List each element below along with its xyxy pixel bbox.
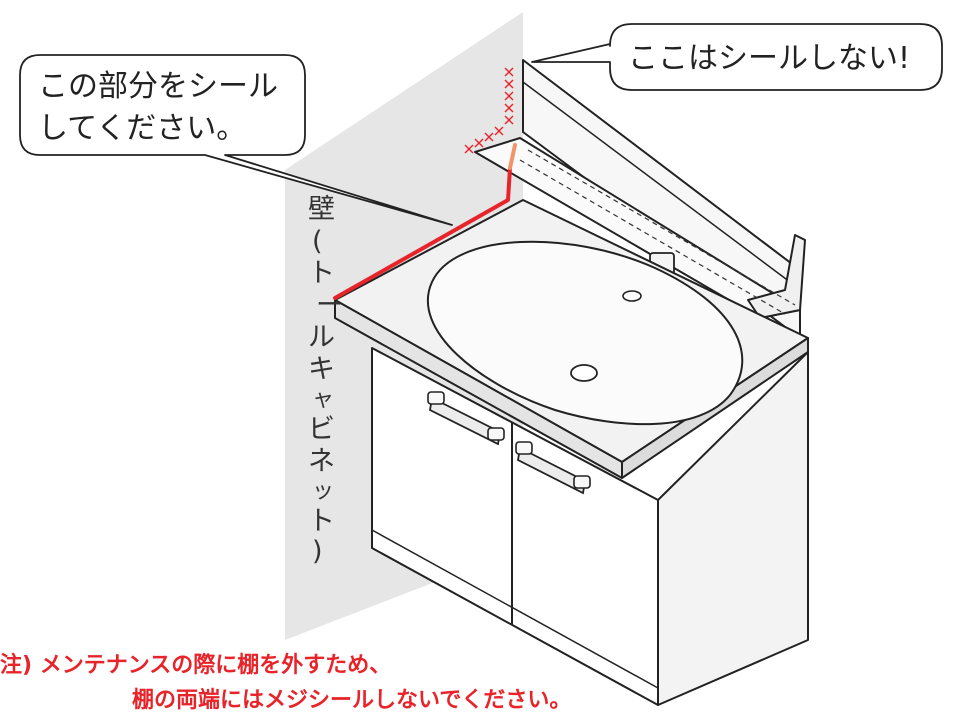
left-door-handle bbox=[427, 391, 505, 446]
wall-label-char: ト bbox=[308, 506, 335, 537]
basin bbox=[426, 240, 744, 426]
wall-label-char: ネ bbox=[308, 446, 335, 477]
cabinet-plinth bbox=[371, 529, 659, 689]
shelf-hidden-edge-2 bbox=[519, 159, 786, 315]
wall-label-char: ッ bbox=[312, 479, 334, 504]
callout-left-bubble bbox=[19, 54, 453, 226]
note-line2: 棚の両端にはメジシールしないでください。 bbox=[132, 688, 571, 713]
wall-label-char: ル bbox=[308, 322, 335, 353]
drain bbox=[570, 364, 598, 382]
wall-label-char: ト bbox=[308, 258, 335, 289]
wall-label-char: ( bbox=[312, 226, 323, 257]
callout-right-text: ここはシールしない! bbox=[628, 41, 910, 76]
wall-label-char: ビ bbox=[308, 414, 335, 445]
cabinet-side bbox=[657, 351, 809, 706]
right-door-handle bbox=[515, 441, 591, 495]
wall-label: 壁 ( ト ー ル キ ャ ビ ネ ッ ト ) bbox=[308, 194, 343, 567]
note-line1: 注) メンテナンスの際に棚を外すため、 bbox=[0, 652, 391, 678]
seal-line bbox=[333, 166, 512, 300]
callout-left-line2: してください。 bbox=[38, 111, 246, 146]
wall-label-char: ー bbox=[316, 290, 343, 321]
wall-label-char: ) bbox=[312, 536, 323, 567]
callout-left-line1: この部分をシール bbox=[38, 69, 278, 104]
wall-label-char: 壁 bbox=[308, 194, 335, 225]
wall-label-char: キ bbox=[308, 354, 335, 385]
callout-right-bubble bbox=[531, 23, 943, 91]
no-seal-marks bbox=[464, 67, 514, 154]
shelf-front-lip bbox=[747, 234, 806, 319]
overflow-hole bbox=[622, 290, 642, 302]
seal-line-shelf-part bbox=[508, 143, 517, 170]
shelf-hidden-edge-1 bbox=[527, 149, 796, 306]
wall-label-char: ャ bbox=[312, 387, 334, 412]
backsplash-edge bbox=[522, 81, 791, 283]
